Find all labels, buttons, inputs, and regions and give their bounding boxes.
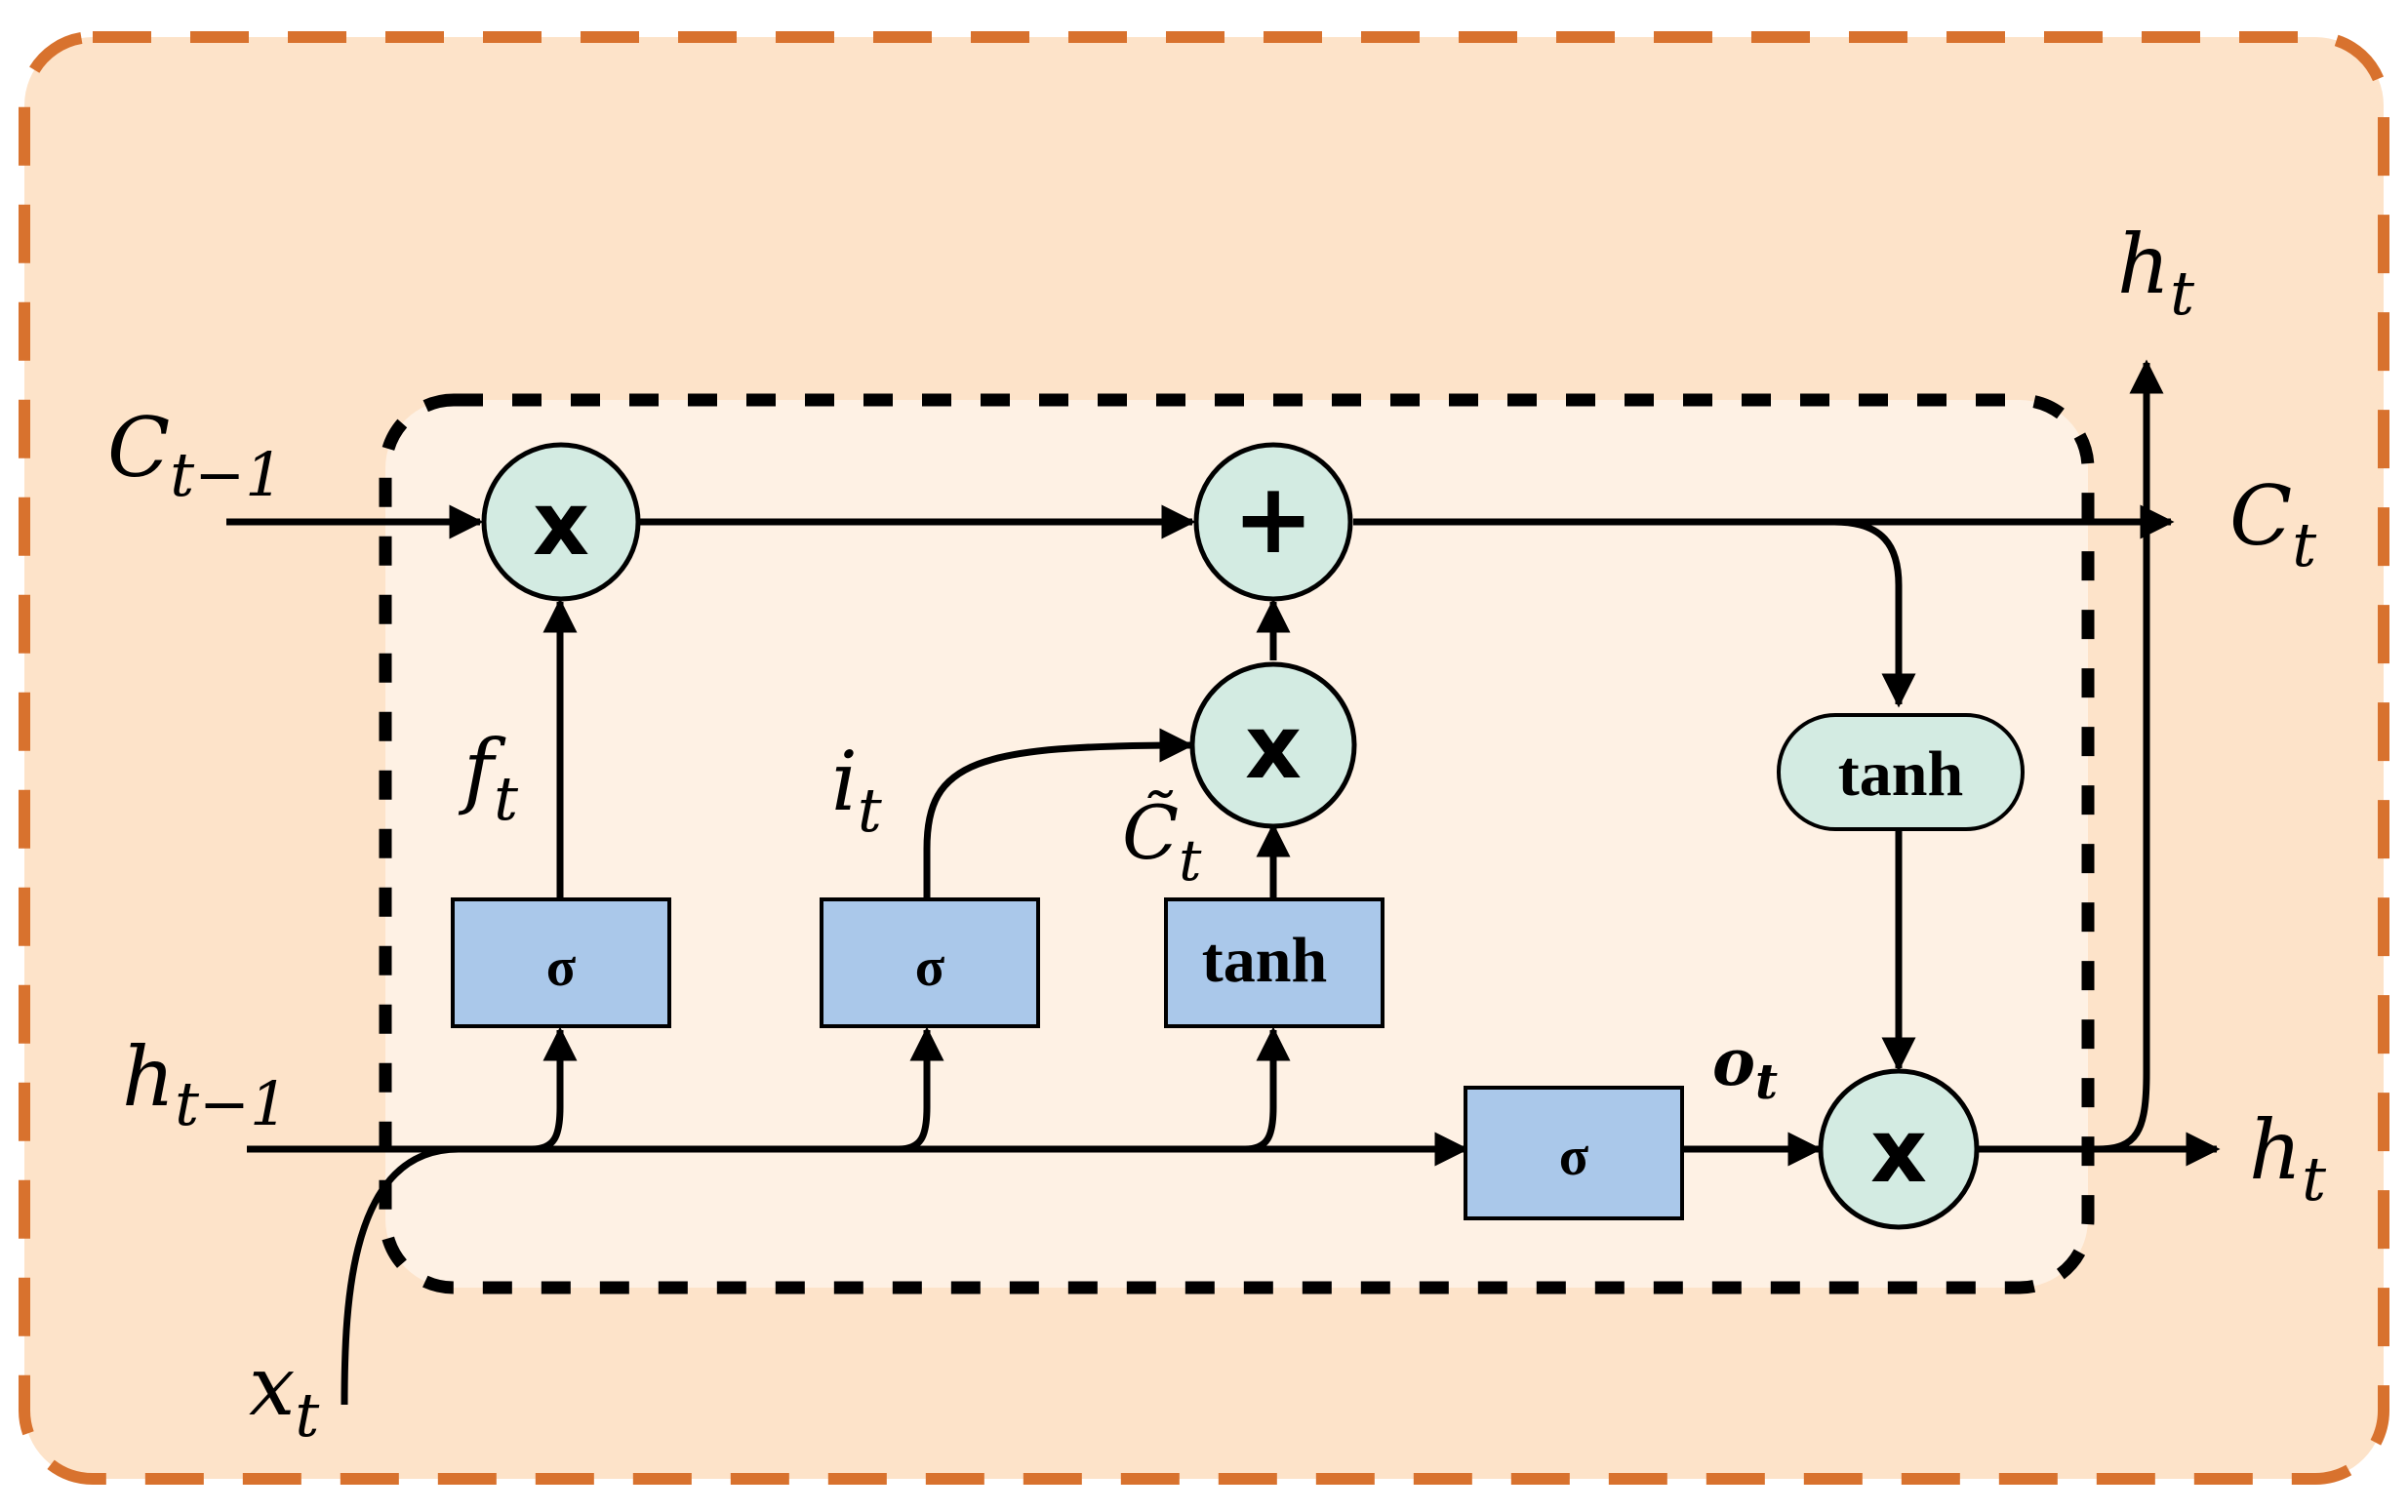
branch-input-wire (898, 1026, 944, 1153)
cell-add-symbol: + (1232, 461, 1314, 576)
forget-multiply-symbol: x (533, 473, 589, 576)
branch-forget-wire (531, 1026, 578, 1153)
candidate-gate: tanh (1164, 897, 1385, 1028)
forget-multiply: x (481, 442, 641, 602)
h-out-right-label: ht (2249, 1102, 2326, 1214)
input-multiply-symbol: x (1245, 696, 1302, 799)
i-t-label: it (831, 734, 882, 846)
f-t-label: ft (458, 722, 518, 834)
forget-gate: σ (451, 897, 671, 1028)
c-tilde-label: C̃t (1122, 788, 1202, 894)
c-out-label: Ct (2229, 468, 2316, 580)
cell-tanh: tanh (1777, 713, 2025, 831)
input-gate-wire (923, 728, 1194, 897)
output-gate: σ (1464, 1086, 1684, 1220)
branch-candidate-wire (1244, 1026, 1291, 1153)
x-t-label: xt (249, 1338, 319, 1451)
output-gate-label: σ (1559, 1127, 1589, 1187)
cell-to-tanh-wire (1833, 518, 1916, 708)
h-out-top-label: ht (2117, 217, 2194, 329)
h-prev-label: ht−1 (122, 1029, 288, 1139)
forget-gate-label: σ (546, 937, 577, 998)
cell-add: + (1193, 442, 1353, 602)
output-multiply: x (1818, 1068, 1980, 1230)
output-multiply-symbol: x (1870, 1100, 1927, 1203)
x-input-wire (341, 1145, 460, 1406)
cell-tanh-label: tanh (1838, 738, 1963, 810)
input-gate: σ (820, 897, 1040, 1028)
candidate-gate-label: tanh (1202, 925, 1327, 996)
inner-container (379, 393, 2095, 1294)
hidden-up-wire (2097, 359, 2164, 1153)
input-gate-label: σ (915, 937, 945, 998)
input-multiply: x (1189, 661, 1357, 829)
c-prev-label: Ct−1 (107, 400, 284, 510)
o-t-label: ot (1712, 1024, 1778, 1110)
